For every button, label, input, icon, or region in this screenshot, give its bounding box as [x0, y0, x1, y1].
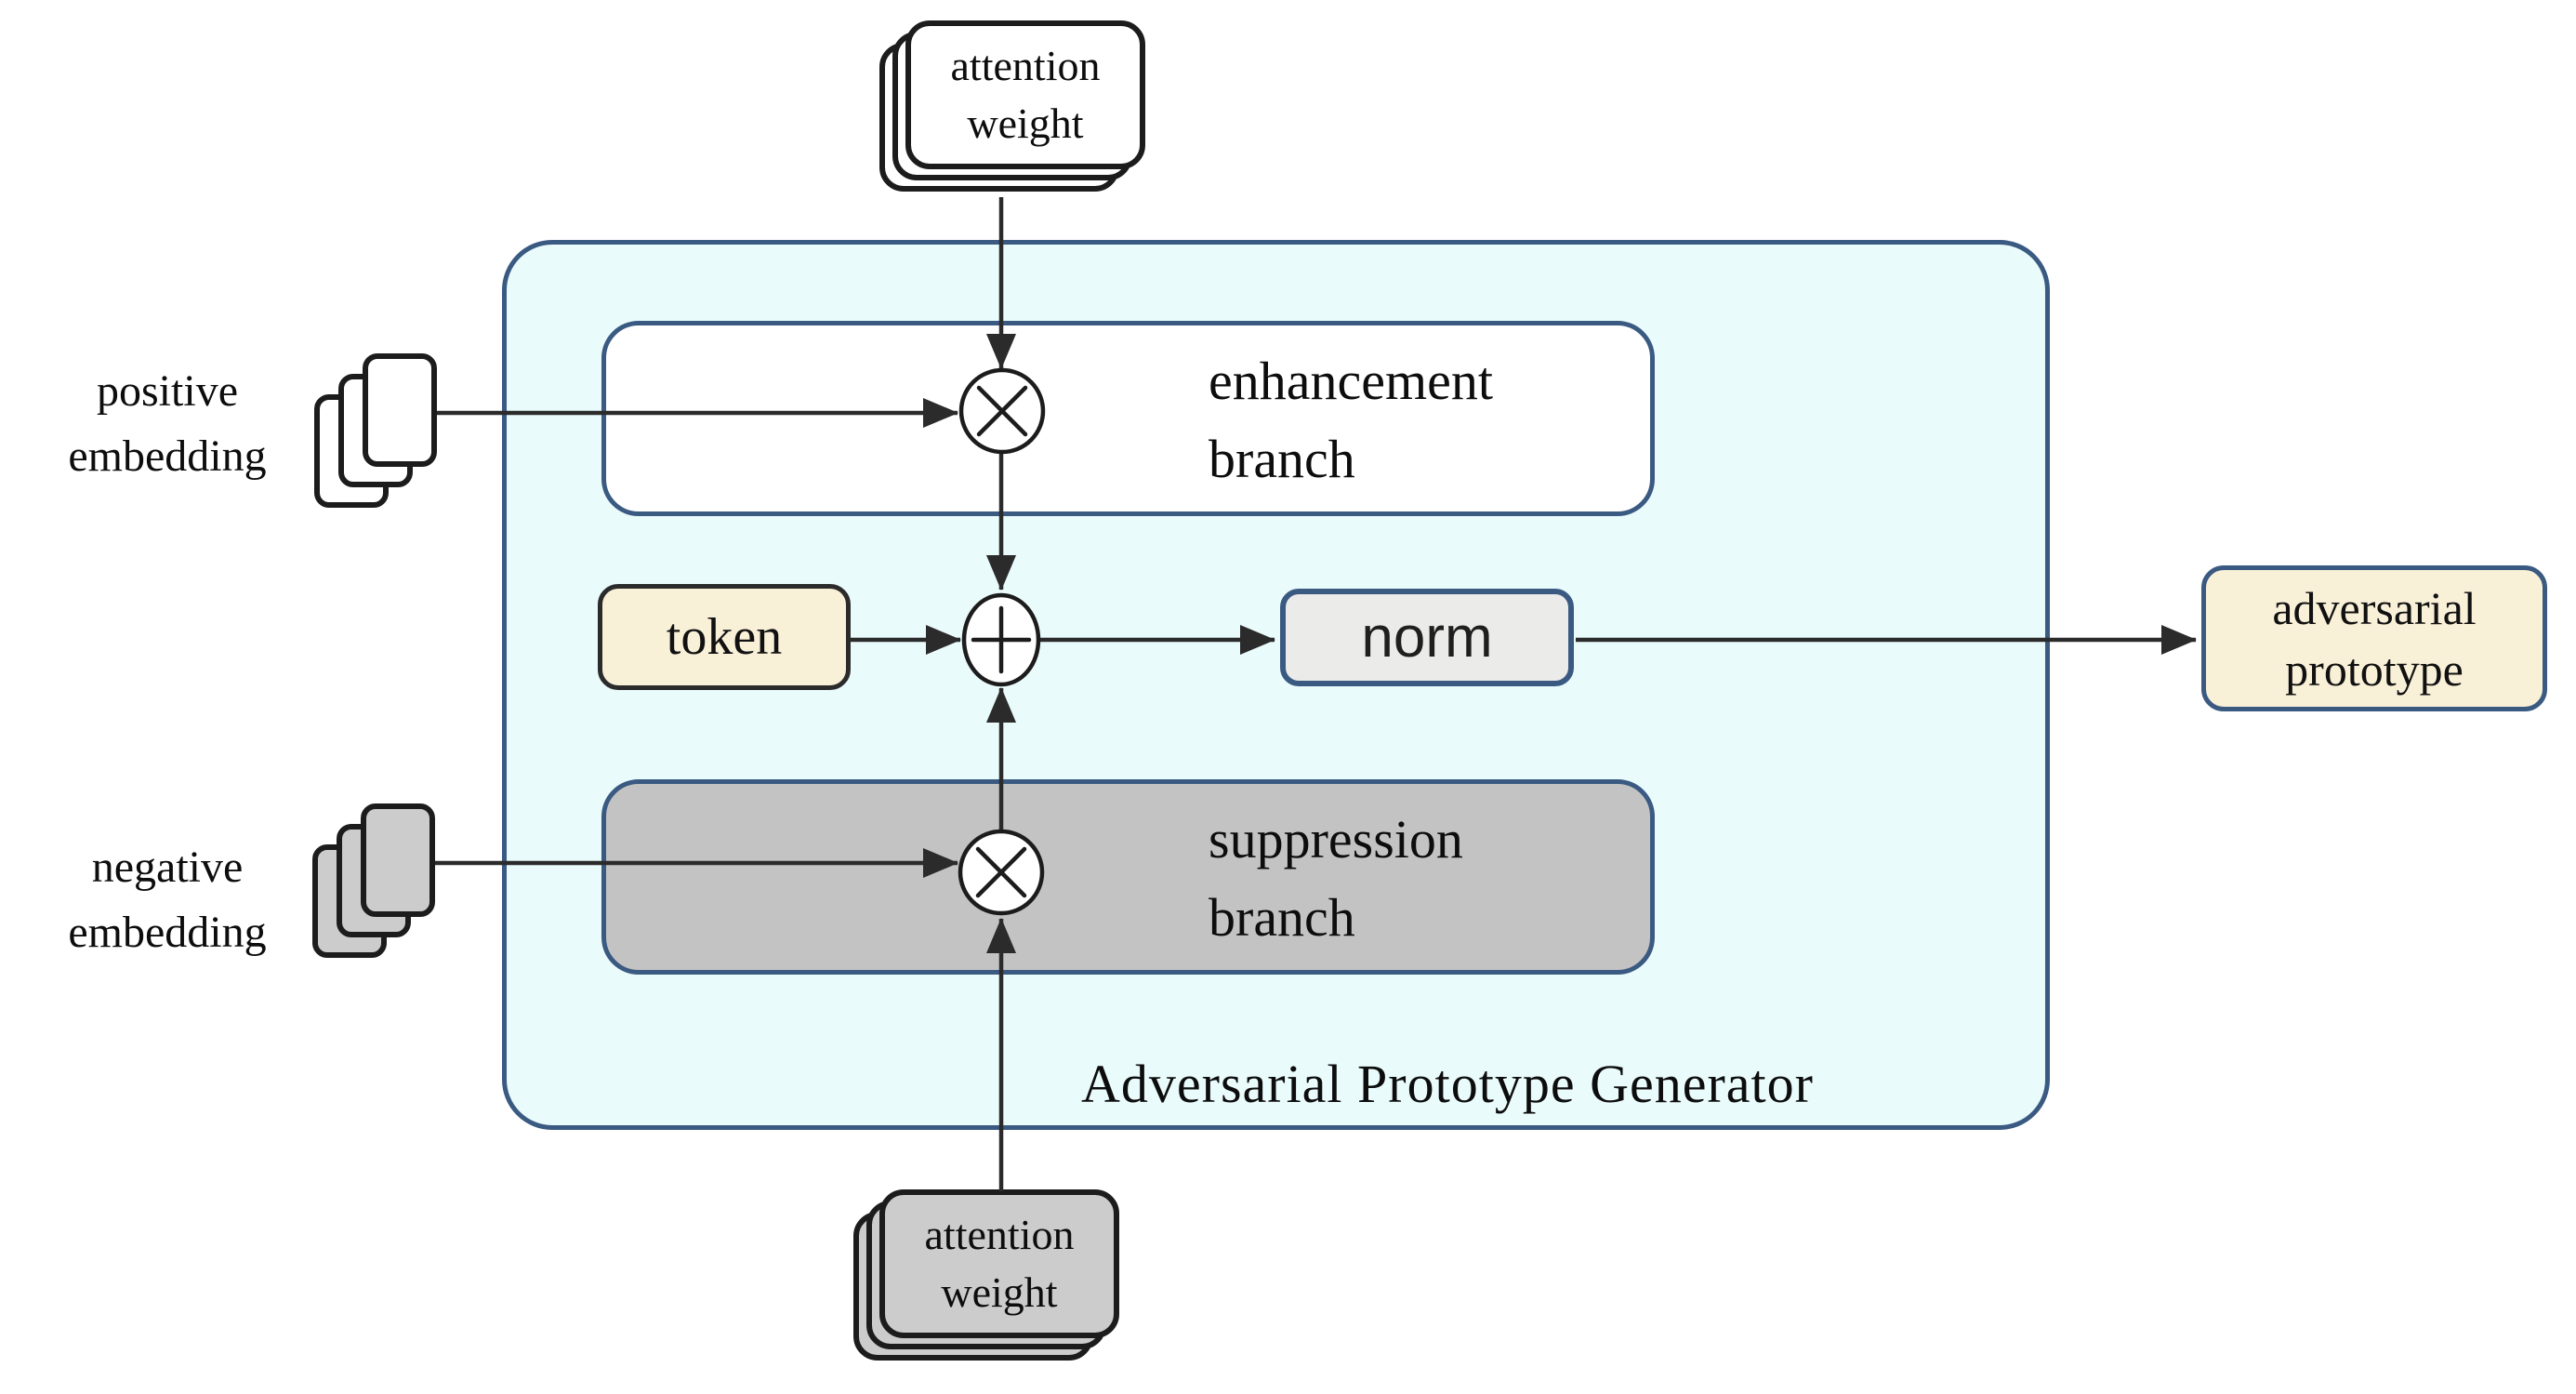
negative-embedding-label-line1: negative — [91, 843, 244, 892]
suppression-branch-box: suppression branch — [601, 779, 1655, 975]
positive-embedding-card-front — [363, 353, 437, 467]
enhancement-branch-box: enhancement branch — [601, 321, 1655, 516]
attention-weight-bottom-line1: attention — [924, 1211, 1075, 1258]
adversarial-prototype-box: adversarial prototype — [2201, 565, 2547, 711]
positive-embedding-stack-icon — [314, 353, 441, 511]
negative-embedding-card-front — [361, 803, 435, 917]
generator-title: Adversarial Prototype Generator — [1081, 1054, 1814, 1114]
attention-weight-bottom-stack: attention weight — [853, 1189, 1125, 1368]
suppression-branch-label-line1: suppression — [1209, 809, 1463, 870]
norm-box: norm — [1280, 589, 1574, 686]
attention-weight-top-line2: weight — [967, 100, 1084, 147]
negative-embedding-label: negative embedding — [37, 835, 297, 965]
attention-weight-top-line1: attention — [950, 42, 1101, 89]
attention-weight-top-card-front: attention weight — [905, 20, 1145, 169]
attention-weight-bottom-card-front: attention weight — [879, 1189, 1119, 1338]
suppression-branch-label: suppression branch — [1209, 801, 1463, 957]
positive-embedding-label: positive embedding — [37, 359, 297, 489]
positive-embedding-label-line2: embedding — [68, 431, 267, 481]
adversarial-prototype-line1: adversarial — [2272, 581, 2477, 634]
enhancement-branch-label: enhancement branch — [1209, 342, 1493, 498]
enhancement-branch-label-line2: branch — [1209, 429, 1355, 489]
enhancement-branch-label-line1: enhancement — [1209, 351, 1493, 411]
token-box: token — [598, 584, 851, 690]
positive-embedding-label-line1: positive — [97, 366, 238, 416]
attention-weight-top-stack: attention weight — [879, 20, 1151, 199]
negative-embedding-label-line2: embedding — [68, 908, 267, 957]
adversarial-prototype-line2: prototype — [2285, 643, 2464, 696]
negative-embedding-stack-icon — [312, 803, 439, 962]
suppression-branch-label-line2: branch — [1209, 887, 1355, 948]
attention-weight-bottom-line2: weight — [941, 1268, 1058, 1316]
